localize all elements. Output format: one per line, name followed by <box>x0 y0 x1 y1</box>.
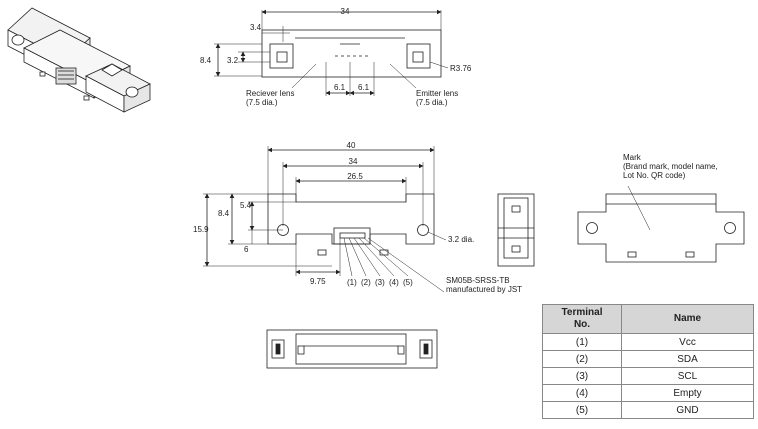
top-lens-height-dim: 3.2 <box>227 56 239 65</box>
table-row: (1) Vcc <box>542 333 754 351</box>
top-lens-right-dim: 6.1 <box>358 83 370 92</box>
receiver-lens-dia: (7.5 dia.) <box>246 98 278 107</box>
terminal-no-cell: (3) <box>542 367 622 385</box>
front-hole-dia-dim: 3.2 dia. <box>448 235 474 244</box>
name-header: Name <box>621 304 754 334</box>
connector-part-label: SM05B-SRSS-TB <box>446 276 510 285</box>
terminal-header-line2: No. <box>573 319 591 330</box>
receiver-lens-label: Reciever lens <box>246 89 294 98</box>
terminal-table: Terminal No. Name (1) Vcc (2) SDA (3) SC… <box>542 304 754 419</box>
mark-label-detail-1: (Brand mark, model name, <box>623 162 718 171</box>
terminal-name-cell: SCL <box>621 367 754 385</box>
mark-label: Mark <box>623 153 642 162</box>
terminal-name-cell: SDA <box>621 350 754 368</box>
connector-maker-label: manufactured by JST <box>446 285 522 294</box>
bottom-view <box>266 329 438 369</box>
front-hole-spacing-dim: 34 <box>349 157 358 166</box>
front-width-dim: 40 <box>347 141 356 150</box>
terminal-no-cell: (1) <box>542 333 622 351</box>
table-row: (3) SCL <box>542 367 754 385</box>
terminal-no-cell: (5) <box>542 401 622 419</box>
table-row: (4) Empty <box>542 384 754 402</box>
emitter-lens-label: Emitter lens <box>416 89 458 98</box>
table-row: (5) GND <box>542 401 754 419</box>
terminal-no-cell: (4) <box>542 384 622 402</box>
top-height-dim: 8.4 <box>200 56 212 65</box>
side-view <box>497 193 535 267</box>
front-connector-offset-dim: 9.75 <box>310 277 326 286</box>
front-view <box>203 146 447 293</box>
front-height-upper-dim: 8.4 <box>218 209 230 218</box>
front-height-mid-dim: 5.4 <box>240 201 252 210</box>
top-view <box>214 9 449 96</box>
top-lens-left-dim: 6.1 <box>334 83 346 92</box>
emitter-lens-dia: (7.5 dia.) <box>416 98 448 107</box>
pin-label-2: (2) <box>361 278 371 287</box>
front-height-lower-dim: 6 <box>244 245 249 254</box>
terminal-header-line1: Terminal <box>561 307 603 318</box>
mark-label-detail-2: Lot No. QR code) <box>623 171 686 180</box>
pin-label-4: (4) <box>389 278 399 287</box>
top-radius-dim: R3.76 <box>450 64 472 73</box>
terminal-name-cell: Vcc <box>621 333 754 351</box>
top-width-dim: 34 <box>341 7 350 16</box>
pin-label-1: (1) <box>347 278 357 287</box>
terminal-no-header: Terminal No. <box>542 304 622 334</box>
terminal-name-cell: GND <box>621 401 754 419</box>
front-height-total-dim: 15.9 <box>193 225 209 234</box>
top-hole-offset-dim: 3.4 <box>250 23 262 32</box>
table-row: (2) SDA <box>542 350 754 368</box>
isometric-view <box>7 7 151 113</box>
terminal-name-cell: Empty <box>621 384 754 402</box>
back-view <box>577 185 745 263</box>
terminal-no-cell: (2) <box>542 350 622 368</box>
pin-label-3: (3) <box>375 278 385 287</box>
table-header-row: Terminal No. Name <box>542 304 754 334</box>
pin-label-5: (5) <box>403 278 413 287</box>
front-body-width-dim: 26.5 <box>347 172 363 181</box>
